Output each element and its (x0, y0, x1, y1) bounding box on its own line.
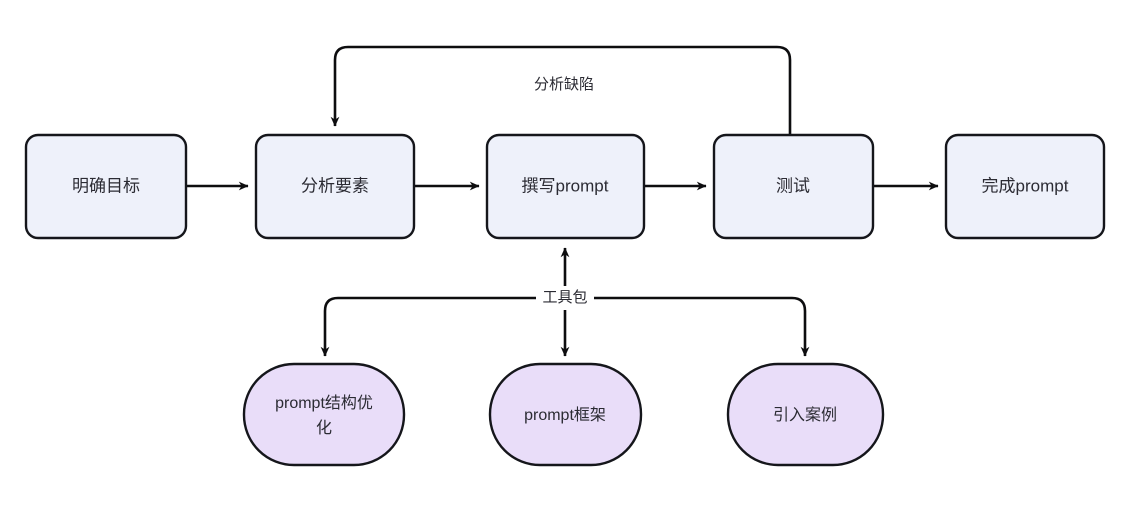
node-framework-shape[interactable] (488, 362, 643, 467)
edge-label-feedback: 分析缺陷 (534, 76, 594, 93)
node-write[interactable]: 撰写prompt (485, 133, 646, 240)
node-examples[interactable]: 引入案例 (726, 362, 885, 467)
edge-test-to-analyze-feedback (330, 45, 792, 135)
node-structure-label-line2: 化 (316, 419, 332, 437)
feedback-label-backdrop (505, 72, 623, 96)
node-write-shape[interactable] (485, 133, 646, 240)
node-done-shape[interactable] (944, 133, 1106, 240)
node-structure-shape[interactable] (242, 362, 406, 467)
node-test-shape[interactable] (712, 133, 875, 240)
node-goal-label: 明确目标 (72, 176, 140, 195)
node-analyze-shape[interactable] (254, 133, 416, 240)
node-done-label: 完成prompt (982, 176, 1069, 195)
node-done[interactable]: 完成prompt (944, 133, 1106, 240)
node-test[interactable]: 测试 (712, 133, 875, 240)
node-examples-shape[interactable] (726, 362, 885, 467)
node-goal[interactable]: 明确目标 (24, 133, 188, 240)
node-write-label: 撰写prompt (522, 176, 609, 195)
node-structure[interactable]: prompt结构优 化 (242, 362, 406, 467)
node-structure-label-line1: prompt结构优 (275, 394, 373, 412)
edge-label-toolkit: 工具包 (542, 289, 587, 306)
node-analyze-label: 分析要素 (301, 176, 369, 195)
edge-toolkit-to-structure (320, 296, 538, 357)
edge-toolkit-to-examples (592, 296, 810, 357)
node-framework-label: prompt框架 (524, 406, 606, 424)
node-examples-label: 引入案例 (773, 406, 837, 424)
node-test-label: 测试 (776, 176, 810, 195)
node-goal-shape[interactable] (24, 133, 188, 240)
node-framework[interactable]: prompt框架 (488, 362, 643, 467)
toolkit-label-backdrop (536, 286, 594, 310)
node-analyze[interactable]: 分析要素 (254, 133, 416, 240)
